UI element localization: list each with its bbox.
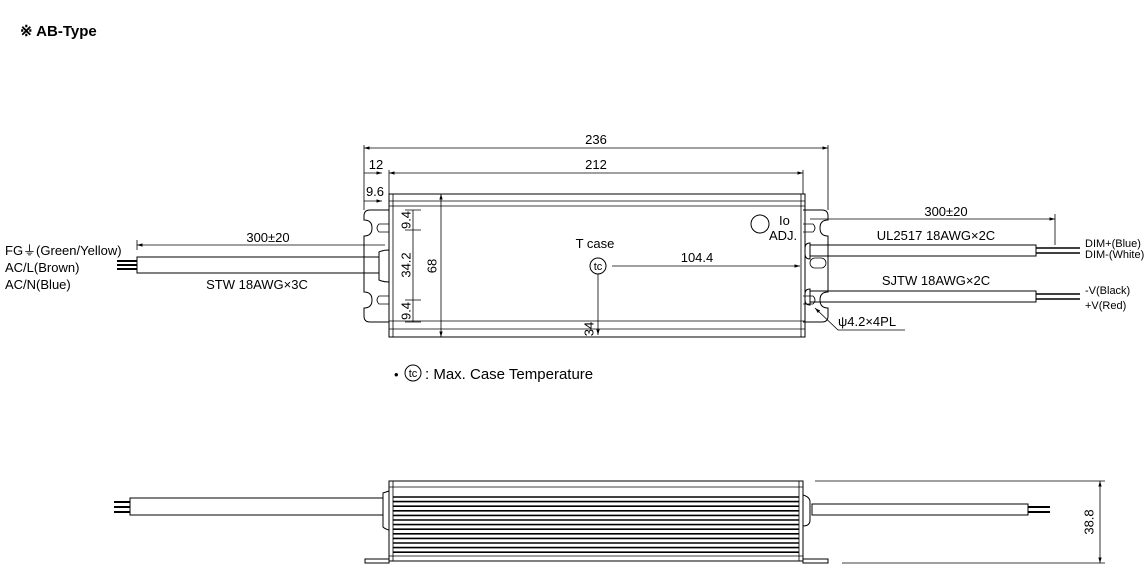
dim-12-label: 12: [369, 157, 383, 172]
dim-cable-spec: UL2517 18AWG×2C: [877, 228, 995, 243]
right-mount-tab: [803, 209, 829, 323]
right-oval-slot: [809, 257, 827, 269]
input-wires: [117, 260, 137, 270]
output-cable-spec: SJTW 18AWG×2C: [882, 273, 990, 288]
side-body: [388, 480, 804, 562]
dim-34-2: 34.2: [398, 252, 413, 277]
dim-9-6-label: 9.6: [366, 184, 384, 199]
v-minus-label: -V(Black): [1085, 285, 1130, 297]
legend-tc-text: tc: [409, 368, 418, 380]
input-cable-length: 300±20: [246, 230, 289, 245]
dim-gland: [804, 242, 811, 260]
dim-236-label: 236: [585, 132, 607, 147]
tc-point-text: tc: [594, 261, 603, 273]
side-input-wires: [114, 501, 130, 513]
dim-34-label: 34: [581, 322, 596, 336]
dim-68-label: 68: [424, 259, 439, 273]
dim-104-4-label: 104.4: [681, 250, 714, 265]
mount-hole-label: ψ4.2×4PL: [838, 314, 896, 329]
adj-label: ADJ.: [769, 228, 797, 243]
output-cable-length: 300±20: [924, 204, 967, 219]
right-slots: [803, 223, 816, 305]
legend-tc-icon: [404, 364, 422, 382]
output-wires: [1036, 293, 1080, 300]
dim-38-8-label: 38.8: [1081, 509, 1096, 534]
left-mount-tab: [363, 209, 389, 323]
acn-label: AC/N(Blue): [5, 277, 71, 292]
acl-label: AC/L(Brown): [5, 260, 79, 275]
input-gland: [378, 249, 390, 283]
fg-label: FG⏚(Green/Yellow): [5, 243, 122, 258]
hole-leader: [814, 307, 905, 331]
io-label: Io: [779, 213, 790, 228]
side-extension-lines: [815, 480, 1105, 564]
side-body-edges: [389, 481, 803, 561]
output-gland: [804, 288, 811, 306]
legend-bullet: •: [394, 367, 399, 382]
side-output-cable: [811, 503, 1029, 516]
io-adj-potentiometer: [750, 214, 770, 234]
dim-wires: [1036, 247, 1080, 254]
v-plus-label: +V(Red): [1085, 300, 1126, 312]
section-title: ※ AB-Type: [20, 23, 97, 40]
tcase-label: T case: [576, 236, 615, 251]
side-input-gland: [382, 490, 390, 531]
tc-legend: • tc : Max. Case Temperature: [394, 364, 593, 383]
side-output-gland: [802, 494, 811, 527]
dim-212-label: 212: [585, 157, 607, 172]
side-view: 38.8: [114, 480, 1105, 564]
side-input-cable: [129, 497, 384, 516]
heatsink-fins: [393, 496, 799, 554]
input-cable-spec: STW 18AWG×3C: [206, 277, 308, 292]
output-cable: [809, 290, 1037, 303]
extension-lines: [363, 145, 829, 210]
dim-9-4-bottom: 9.4: [398, 302, 413, 320]
body-edges: [389, 194, 805, 337]
top-view: 236 212 12 9.6 9.4 34.2 9.4 68 T case tc…: [5, 132, 1144, 338]
dim-plus-label: DIM+(Blue): [1085, 238, 1141, 250]
legend-text: : Max. Case Temperature: [425, 366, 593, 383]
left-slots: [376, 223, 389, 305]
side-output-wires: [1028, 506, 1050, 513]
dim-cable: [809, 244, 1037, 257]
dim-minus-label: DIM-(White): [1085, 249, 1144, 261]
dim-9-4-top: 9.4: [398, 211, 413, 229]
input-cable: [136, 256, 380, 274]
side-flanges: [364, 558, 829, 564]
